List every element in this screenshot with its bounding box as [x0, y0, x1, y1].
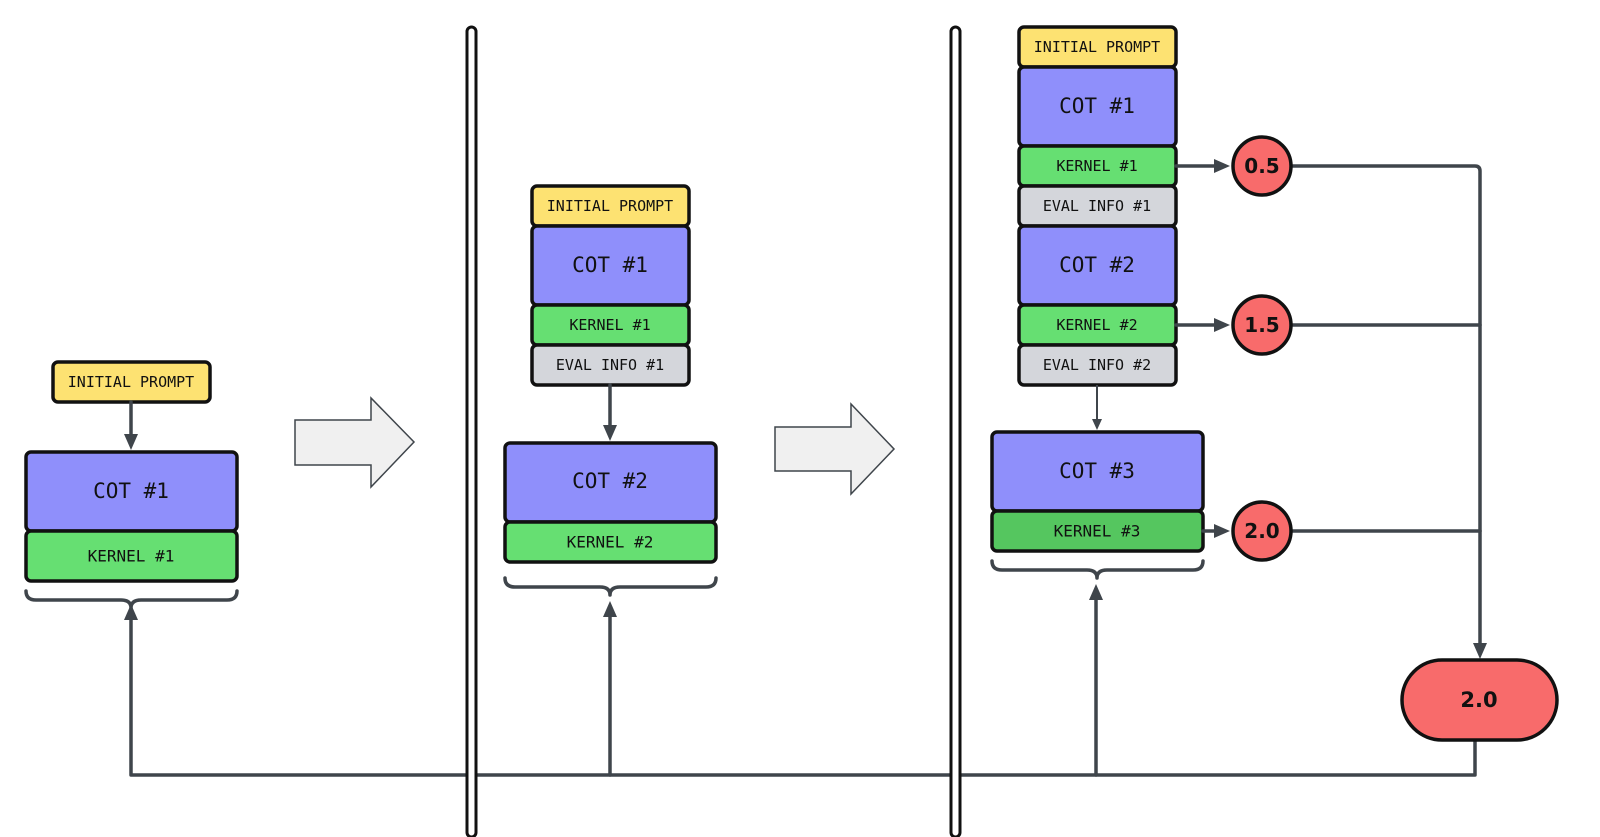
eval-to-cot-arrowhead	[603, 425, 617, 441]
kernel-1-label: KERNEL #1	[88, 547, 175, 566]
score-3-value: 2.0	[1244, 519, 1279, 543]
cot-1-label: COT #1	[572, 253, 648, 277]
kernel-2-label: KERNEL #2	[567, 533, 654, 552]
kernel-2-box	[503, 520, 718, 564]
prompt-to-cot-arrowhead	[124, 434, 138, 450]
initial-prompt-label: INITIAL PROMPT	[1034, 38, 1160, 56]
eval-info-2-label: EVAL INFO #2	[1043, 356, 1151, 374]
score-circle-3	[1231, 500, 1293, 562]
group-bracket	[24, 589, 239, 610]
kernel-1-to-score-arrowhead	[1214, 159, 1230, 173]
eval-to-cot-arrowhead	[1092, 419, 1102, 430]
initial-prompt-label: INITIAL PROMPT	[68, 373, 194, 391]
kernel-3-label: KERNEL #3	[1054, 522, 1141, 541]
collector-arrowhead	[1473, 643, 1487, 659]
group-bracket	[990, 559, 1205, 580]
score-2-value: 1.5	[1244, 313, 1279, 337]
score-circle-2	[1231, 294, 1293, 356]
arrowhead-panel1-bracket	[124, 604, 138, 620]
arrowhead-panel2-bracket	[603, 601, 617, 617]
cot-1-label: COT #1	[1059, 94, 1135, 118]
divider-bar-2	[949, 25, 962, 837]
feedback-loop-line	[129, 613, 1477, 777]
kernel-2-label: KERNEL #2	[1056, 316, 1137, 334]
arrowhead-panel3-bracket	[1089, 584, 1103, 600]
panel-2: INITIAL PROMPT COT #1 KERNEL #1 EVAL INF…	[503, 184, 718, 597]
step-arrow-1	[294, 396, 416, 489]
step-arrow-2	[774, 402, 896, 496]
max-score-value: 2.0	[1460, 688, 1497, 712]
eval-info-1-label: EVAL INFO #1	[1043, 197, 1151, 215]
kernel-1-label: KERNEL #1	[569, 316, 650, 334]
max-score-pill	[1400, 658, 1559, 742]
panel-1: INITIAL PROMPT COT #1 KERNEL #1	[24, 360, 239, 610]
group-bracket	[503, 576, 718, 597]
kernel-1-box	[24, 529, 239, 583]
initial-prompt-label: INITIAL PROMPT	[547, 197, 673, 215]
divider-bar-1	[465, 25, 478, 837]
score-collector-line	[1289, 164, 1482, 647]
kernel-2-to-score-arrowhead	[1214, 318, 1230, 332]
score-circle-1	[1231, 135, 1293, 197]
score-1-value: 0.5	[1244, 154, 1279, 178]
eval-info-1-label: EVAL INFO #1	[556, 356, 664, 374]
kernel-3-to-score-arrowhead	[1214, 524, 1230, 538]
cot-2-label: COT #2	[1059, 253, 1135, 277]
cot-3-label: COT #3	[1059, 459, 1135, 483]
panel-3: INITIAL PROMPT COT #1 KERNEL #1 EVAL INF…	[990, 25, 1559, 742]
cot-1-label: COT #1	[93, 479, 169, 503]
cot-2-label: COT #2	[572, 469, 648, 493]
kernel-1-label: KERNEL #1	[1056, 157, 1137, 175]
